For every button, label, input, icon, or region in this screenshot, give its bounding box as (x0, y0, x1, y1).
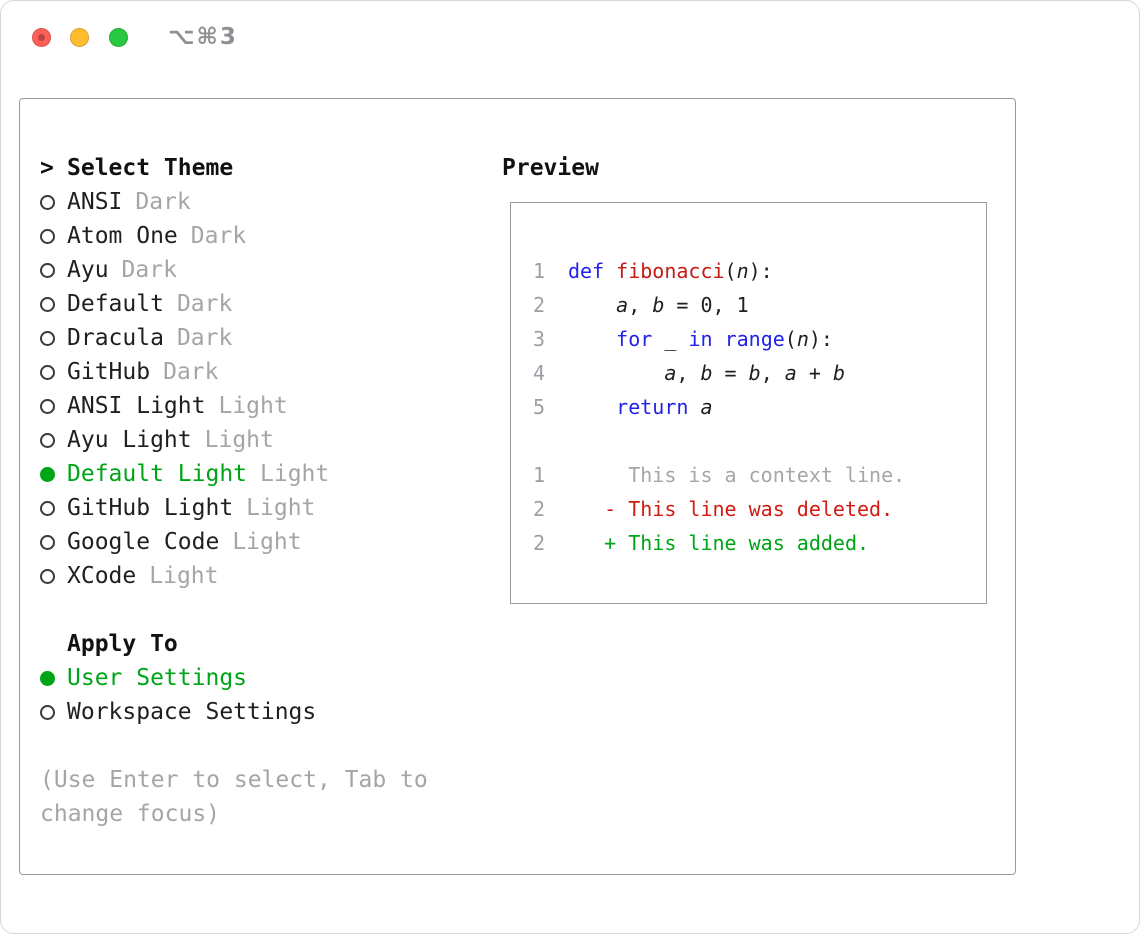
radio-unselected-icon (40, 229, 55, 244)
theme-name: Default (67, 291, 164, 317)
code-line: 3 for _ in range(n): (511, 322, 986, 356)
apply-option-label: Workspace Settings (67, 699, 317, 725)
theme-option-ansi-light[interactable]: ANSI Light Light (40, 389, 460, 423)
theme-option-atom-one[interactable]: Atom One Dark (40, 219, 460, 253)
theme-option-ayu[interactable]: Ayu Dark (40, 253, 460, 287)
diff-line-deleted: 2 - This line was deleted. (511, 492, 986, 526)
theme-option-ansi[interactable]: ANSI Dark (40, 185, 460, 219)
line-number: 4 (533, 361, 546, 385)
code-line: 5 return a (511, 390, 986, 424)
code-text: a, b = 0, 1 (616, 293, 749, 317)
code-text: a, b = b, a + b (664, 361, 845, 385)
theme-variant: Dark (190, 223, 247, 249)
theme-variant: Light (260, 461, 330, 487)
theme-name: GitHub Light (67, 495, 234, 521)
theme-variant: Light (246, 495, 316, 521)
theme-variant: Dark (163, 359, 219, 385)
titlebar: ⌥⌘3 (1, 1, 1139, 77)
theme-name: Dracula (67, 325, 164, 351)
theme-option-default[interactable]: Default Dark (40, 287, 460, 321)
line-number: 3 (533, 327, 546, 351)
theme-variant: Dark (135, 189, 191, 215)
line-number: 1 (533, 259, 546, 283)
radio-unselected-icon (40, 569, 55, 584)
minimize-button[interactable] (70, 28, 89, 47)
line-number: 2 (533, 531, 546, 555)
theme-name: Ayu Light (67, 427, 192, 453)
diff-text: - This line was deleted. (568, 497, 894, 521)
radio-selected-icon (40, 467, 55, 482)
code-line: 4 a, b = b, a + b (511, 356, 986, 390)
diff-line-context: 1 This is a context line. (511, 458, 986, 492)
theme-name: ANSI (67, 189, 123, 215)
radio-unselected-icon (40, 365, 55, 380)
code-line: 1 def fibonacci(n): (511, 254, 986, 288)
radio-unselected-icon (40, 535, 55, 550)
line-number: 2 (533, 497, 546, 521)
theme-option-dracula[interactable]: Dracula Dark (40, 321, 460, 355)
line-number: 2 (533, 293, 546, 317)
diff-preview: 1 This is a context line.2 - This line w… (511, 458, 986, 560)
radio-unselected-icon (40, 297, 55, 312)
radio-unselected-icon (40, 705, 55, 720)
apply-option-label: User Settings (67, 665, 248, 691)
radio-unselected-icon (40, 501, 55, 516)
theme-name: Atom One (67, 223, 178, 249)
theme-variant: Light (149, 563, 219, 589)
radio-unselected-icon (40, 263, 55, 278)
theme-option-ayu-light[interactable]: Ayu Light Light (40, 423, 460, 457)
theme-name: Google Code (67, 529, 220, 555)
radio-unselected-icon (40, 433, 55, 448)
radio-unselected-icon (40, 195, 55, 210)
apply-option-user-settings[interactable]: User Settings (40, 661, 460, 695)
select-theme-heading: > Select Theme (40, 151, 460, 185)
theme-option-github[interactable]: GitHub Dark (40, 355, 460, 389)
theme-variant: Dark (121, 257, 177, 283)
select-theme-title: Select Theme (67, 155, 234, 181)
code-line: 2 a, b = 0, 1 (511, 288, 986, 322)
radio-unselected-icon (40, 331, 55, 346)
hint-text: (Use Enter to select, Tab to change focu… (40, 767, 428, 827)
radio-selected-icon (40, 671, 55, 686)
window-shortcut: ⌥⌘3 (168, 24, 238, 50)
theme-variant: Light (204, 427, 274, 453)
theme-name: GitHub (67, 359, 151, 385)
theme-option-xcode[interactable]: XCode Light (40, 559, 460, 593)
theme-name: ANSI Light (67, 393, 206, 419)
code-text: return a (616, 395, 713, 419)
code-text: def fibonacci(n): (568, 259, 773, 283)
theme-option-github-light[interactable]: GitHub Light Light (40, 491, 460, 525)
theme-variant: Dark (176, 291, 233, 317)
theme-name: Ayu (67, 257, 109, 283)
line-number: 5 (533, 395, 546, 419)
theme-variant: Dark (176, 325, 233, 351)
theme-option-google-code[interactable]: Google Code Light (40, 525, 460, 559)
close-button[interactable] (32, 28, 51, 47)
diff-line-added: 2 + This line was added. (511, 526, 986, 560)
diff-text: + This line was added. (568, 531, 870, 555)
theme-variant: Light (218, 393, 288, 419)
apply-to-heading: Apply To (67, 631, 178, 657)
theme-name: Default Light (67, 461, 248, 487)
line-number: 1 (533, 463, 546, 487)
theme-variant: Light (232, 529, 302, 555)
zoom-button[interactable] (109, 28, 128, 47)
diff-text: This is a context line. (568, 463, 906, 487)
prompt-icon: > (40, 155, 54, 181)
theme-option-default-light[interactable]: Default Light Light (40, 457, 460, 491)
preview-heading: Preview (502, 155, 599, 181)
radio-unselected-icon (40, 399, 55, 414)
code-text: for _ in range(n): (616, 327, 833, 351)
theme-name: XCode (67, 563, 137, 589)
apply-option-workspace-settings[interactable]: Workspace Settings (40, 695, 460, 729)
